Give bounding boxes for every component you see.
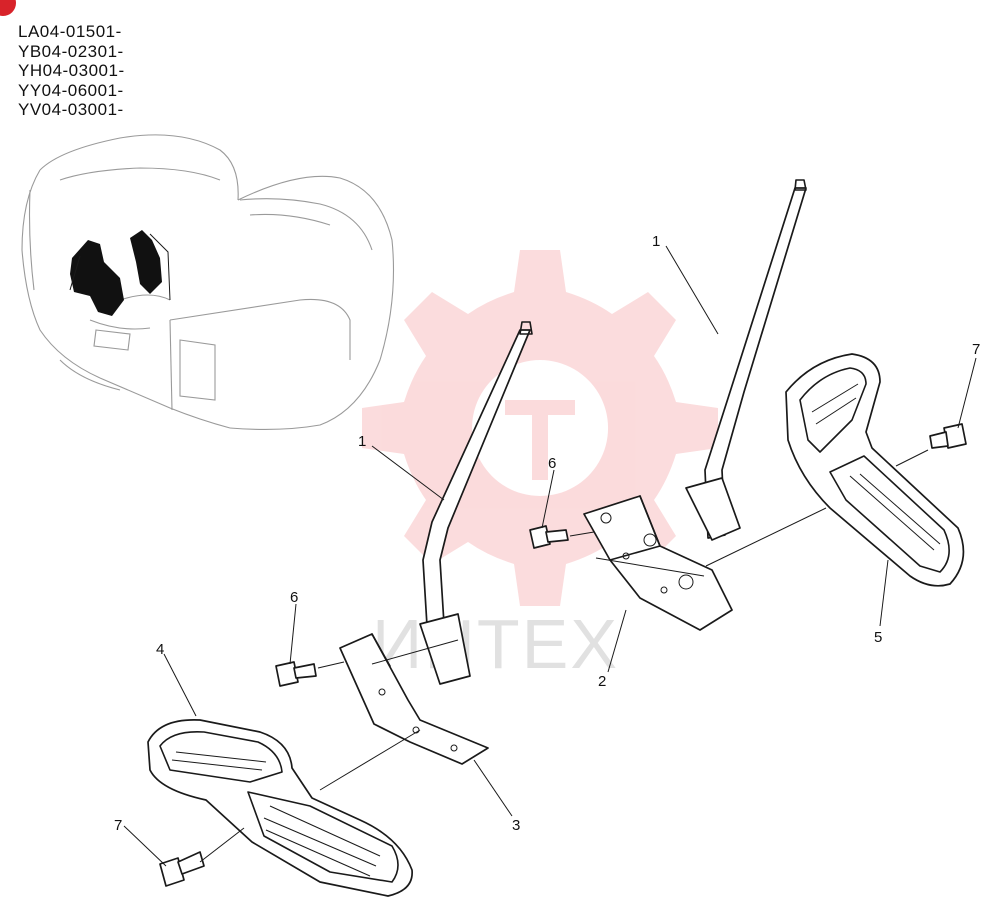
callout-bracket-right: 2 xyxy=(598,673,606,690)
serial-number: LA04-01501- xyxy=(18,22,122,41)
bolt-upper xyxy=(529,525,569,549)
serial-number: YV04-03001- xyxy=(18,100,124,119)
serial-number: YY04-06001- xyxy=(18,80,124,100)
watermark-text: ИНТЕХ xyxy=(372,605,619,683)
callout-bracket-left: 3 xyxy=(512,817,520,834)
machine-overview xyxy=(21,134,395,430)
leader-lines xyxy=(123,245,977,867)
serial-number: YH04-03001- xyxy=(18,61,125,80)
callout-bolt-pedal-right: 7 xyxy=(972,341,980,358)
alignment-lines xyxy=(199,449,929,863)
bracket-left xyxy=(339,633,489,765)
callout-rod-left: 1 xyxy=(358,433,366,450)
callout-bolt-upper: 6 xyxy=(548,455,556,472)
callout-rod-right: 1 xyxy=(652,233,660,250)
bolt-pedal-left xyxy=(159,851,205,887)
corner-badge xyxy=(0,0,16,16)
bolt-pedal-right xyxy=(929,423,967,449)
callout-bolt-lower: 6 xyxy=(290,589,298,606)
bolt-lower xyxy=(275,661,317,687)
serial-number-list: LA04-01501- YB04-02301- YH04-03001- YY04… xyxy=(18,22,125,120)
callout-pedal-right: 5 xyxy=(874,629,882,646)
pedal-right xyxy=(785,353,965,587)
serial-number: YB04-02301- xyxy=(18,41,124,61)
callout-bolt-pedal-left: 7 xyxy=(114,817,122,834)
bracket-right xyxy=(583,495,733,631)
rod-left xyxy=(419,321,533,685)
rod-right xyxy=(685,179,807,541)
callout-pedal-left: 4 xyxy=(156,641,164,658)
pedal-left xyxy=(147,719,413,897)
